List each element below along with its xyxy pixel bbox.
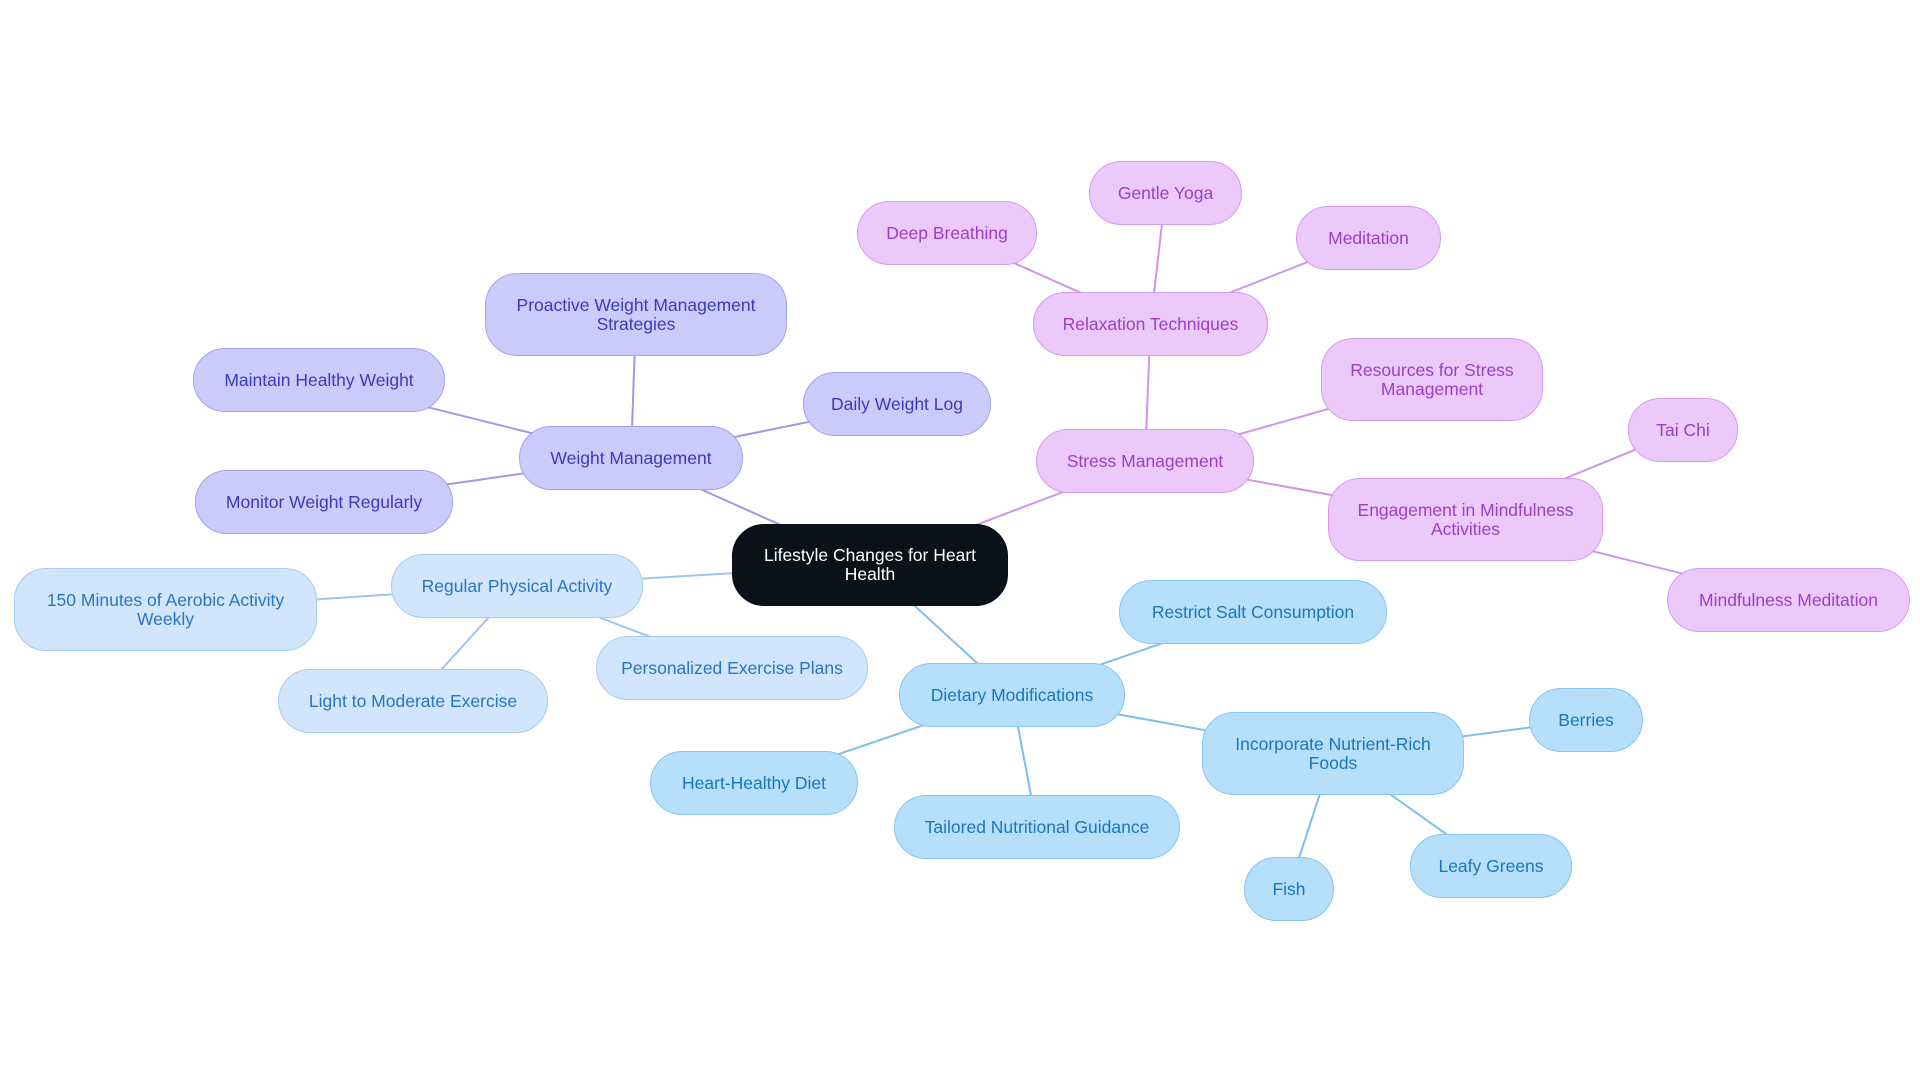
monitor-weight-regularly-node[interactable]: Monitor Weight Regularly [195, 470, 453, 534]
berries-node[interactable]: Berries [1529, 688, 1643, 752]
meditation-node[interactable]: Meditation [1296, 206, 1441, 270]
mindfulness-activities-node[interactable]: Engagement in Mindfulness Activities [1328, 478, 1603, 561]
daily-weight-log-node[interactable]: Daily Weight Log [803, 372, 991, 436]
tai-chi-node[interactable]: Tai Chi [1628, 398, 1738, 462]
light-moderate-exercise-node[interactable]: Light to Moderate Exercise [278, 669, 548, 733]
tailored-nutritional-guidance-node[interactable]: Tailored Nutritional Guidance [894, 795, 1180, 859]
proactive-weight-strategies-node[interactable]: Proactive Weight Management Strategies [485, 273, 787, 356]
root-node[interactable]: Lifestyle Changes for Heart Health [732, 524, 1008, 606]
mindfulness-meditation-node[interactable]: Mindfulness Meditation [1667, 568, 1910, 632]
relaxation-techniques-node[interactable]: Relaxation Techniques [1033, 292, 1268, 356]
regular-physical-activity-node[interactable]: Regular Physical Activity [391, 554, 643, 618]
gentle-yoga-node[interactable]: Gentle Yoga [1089, 161, 1242, 225]
dietary-modifications-node[interactable]: Dietary Modifications [899, 663, 1125, 727]
leafy-greens-node[interactable]: Leafy Greens [1410, 834, 1572, 898]
heart-healthy-diet-node[interactable]: Heart-Healthy Diet [650, 751, 858, 815]
personalized-exercise-plans-node[interactable]: Personalized Exercise Plans [596, 636, 868, 700]
weight-management-node[interactable]: Weight Management [519, 426, 743, 490]
aerobic-activity-node[interactable]: 150 Minutes of Aerobic Activity Weekly [14, 568, 317, 651]
restrict-salt-node[interactable]: Restrict Salt Consumption [1119, 580, 1387, 644]
deep-breathing-node[interactable]: Deep Breathing [857, 201, 1037, 265]
maintain-healthy-weight-node[interactable]: Maintain Healthy Weight [193, 348, 445, 412]
nutrient-rich-foods-node[interactable]: Incorporate Nutrient-Rich Foods [1202, 712, 1464, 795]
stress-management-node[interactable]: Stress Management [1036, 429, 1254, 493]
stress-resources-node[interactable]: Resources for Stress Management [1321, 338, 1543, 421]
fish-node[interactable]: Fish [1244, 857, 1334, 921]
